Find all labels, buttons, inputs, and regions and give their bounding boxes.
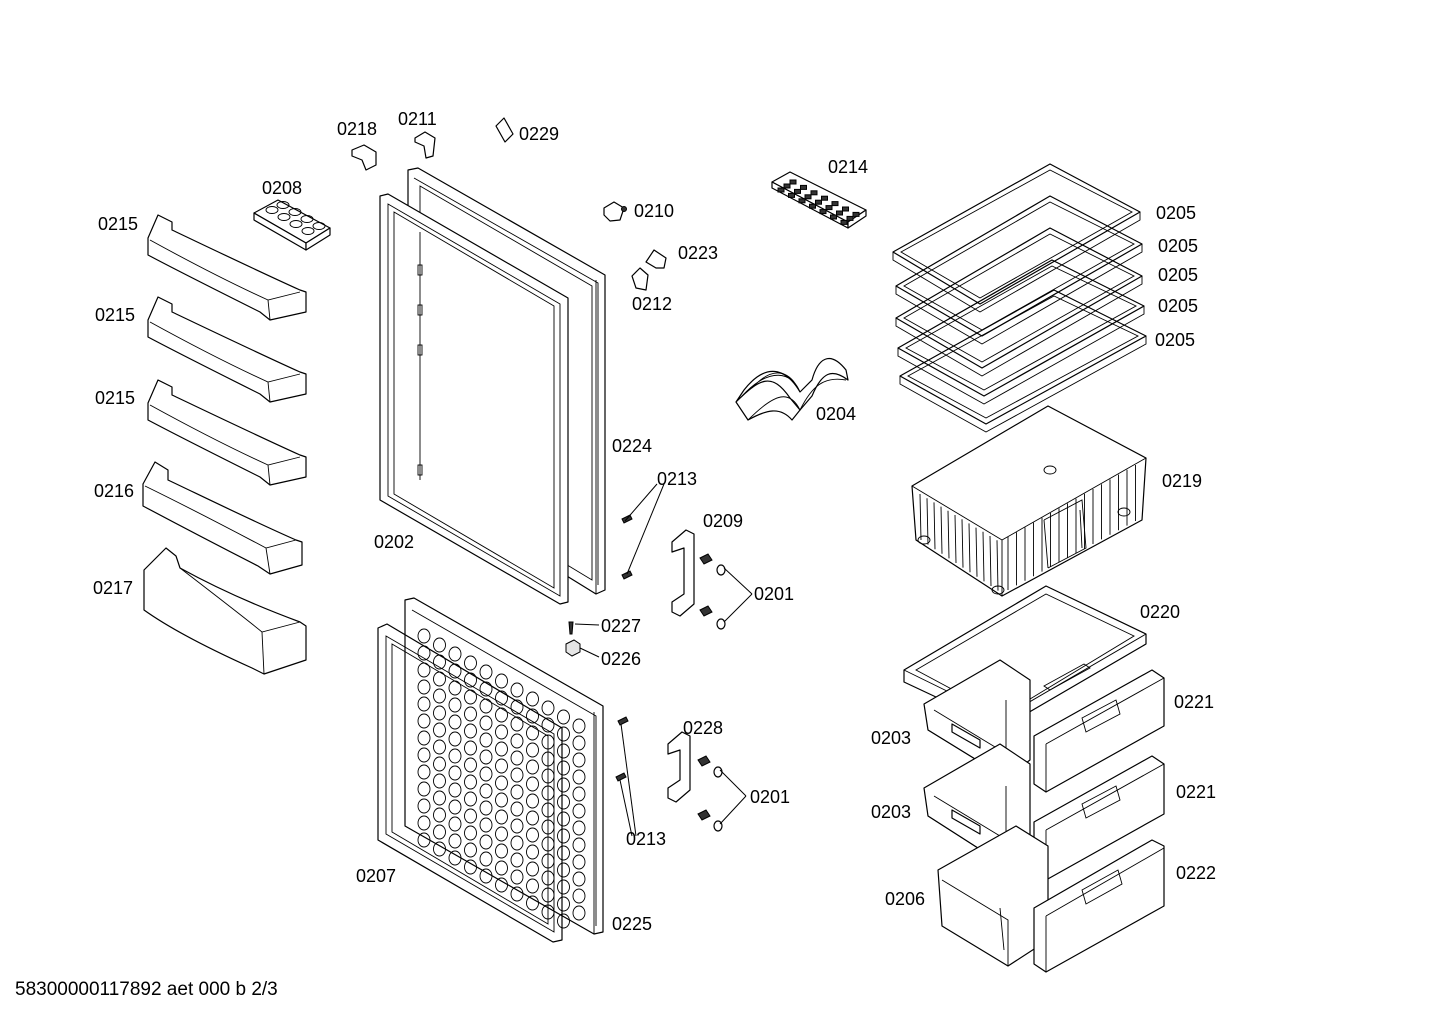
label-0209: 0209 [703, 511, 743, 531]
drawer-front-0222 [1033, 839, 1165, 973]
label-0204: 0204 [816, 404, 856, 424]
ice-cube-cells [777, 179, 860, 225]
label-0219: 0219 [1162, 471, 1202, 491]
crisper-box-0219 [911, 405, 1147, 597]
door-shelf-0215-top [147, 214, 307, 321]
drawing-reference-footer: 58300000117892 aet 000 b 2/3 [15, 979, 278, 1000]
label-0210: 0210 [634, 201, 674, 221]
label-0205-d: 0205 [1158, 296, 1198, 316]
label-0205-a: 0205 [1156, 203, 1196, 223]
label-0205-b: 0205 [1158, 236, 1198, 256]
label-card-0229 [495, 117, 514, 143]
bracket-0223 [645, 249, 667, 269]
label-0228: 0228 [683, 718, 723, 738]
label-0208: 0208 [262, 178, 302, 198]
label-0229: 0229 [519, 124, 559, 144]
label-0224: 0224 [612, 436, 652, 456]
glass-shelf-0205-1 [892, 163, 1141, 313]
label-0225: 0225 [612, 914, 652, 934]
door-shelf-0217 [143, 547, 307, 675]
glass-shelf-0205-4 [897, 259, 1145, 405]
freezer-gasket-0207 [377, 623, 563, 943]
drawer-front-0221-upper [1033, 669, 1165, 793]
egg-tray-0208 [253, 199, 331, 251]
drawer-0206 [937, 825, 1049, 967]
label-0217: 0217 [93, 578, 133, 598]
part-labels: 0218 0211 0229 0208 0214 0210 0215 0223 … [93, 109, 1216, 934]
block-0226 [565, 639, 581, 657]
label-0201-a: 0201 [754, 584, 794, 604]
label-0213-a: 0213 [657, 469, 697, 489]
door-shelf-0215-low [147, 379, 307, 486]
label-0205-e: 0205 [1155, 330, 1195, 350]
label-0220: 0220 [1140, 602, 1180, 622]
door-shelf-0215-mid [147, 296, 307, 403]
leader-lines [574, 483, 753, 837]
label-0201-b: 0201 [750, 787, 790, 807]
label-0206: 0206 [885, 889, 925, 909]
label-0227: 0227 [601, 616, 641, 636]
hinge-cover-0218 [351, 144, 377, 171]
door-shelf-0216 [142, 461, 303, 575]
label-0221-b: 0221 [1176, 782, 1216, 802]
label-0215-a: 0215 [98, 214, 138, 234]
screws-0201-upper [699, 553, 726, 630]
label-0202: 0202 [374, 532, 414, 552]
label-0221-a: 0221 [1174, 692, 1214, 712]
door-inner-pattern [417, 628, 586, 929]
hinge-part-0211 [414, 131, 436, 159]
label-0216: 0216 [94, 481, 134, 501]
label-0207: 0207 [356, 866, 396, 886]
handle-0228 [667, 731, 691, 803]
bracket-0212 [631, 267, 649, 291]
screws-0213-upper [621, 514, 633, 580]
ice-tray-0214 [771, 171, 867, 229]
glass-shelf-0205-2 [895, 195, 1143, 345]
door-gasket-0202 [379, 193, 569, 605]
bottle-rack-0204 [735, 357, 849, 421]
pin-0227 [568, 621, 574, 635]
hinge-pin-0210 [603, 201, 627, 222]
label-0213-b: 0213 [626, 829, 666, 849]
label-0205-c: 0205 [1158, 265, 1198, 285]
label-0203-b: 0203 [871, 802, 911, 822]
label-0203-a: 0203 [871, 728, 911, 748]
label-0211: 0211 [398, 109, 437, 129]
label-0223: 0223 [678, 243, 718, 263]
label-0226: 0226 [601, 649, 641, 669]
screws-0201-lower [697, 755, 723, 832]
glass-shelf-0205-5 [899, 289, 1147, 433]
label-0215-b: 0215 [95, 305, 135, 325]
label-0214: 0214 [828, 157, 868, 177]
freezer-door-0225 [404, 597, 604, 935]
label-0222: 0222 [1176, 863, 1216, 883]
label-0215-c: 0215 [95, 388, 135, 408]
crisper-ribs [919, 465, 1136, 591]
label-0212: 0212 [632, 294, 672, 314]
screws-0213-lower [615, 716, 629, 782]
label-0218: 0218 [337, 119, 377, 139]
handle-0209 [671, 529, 695, 617]
